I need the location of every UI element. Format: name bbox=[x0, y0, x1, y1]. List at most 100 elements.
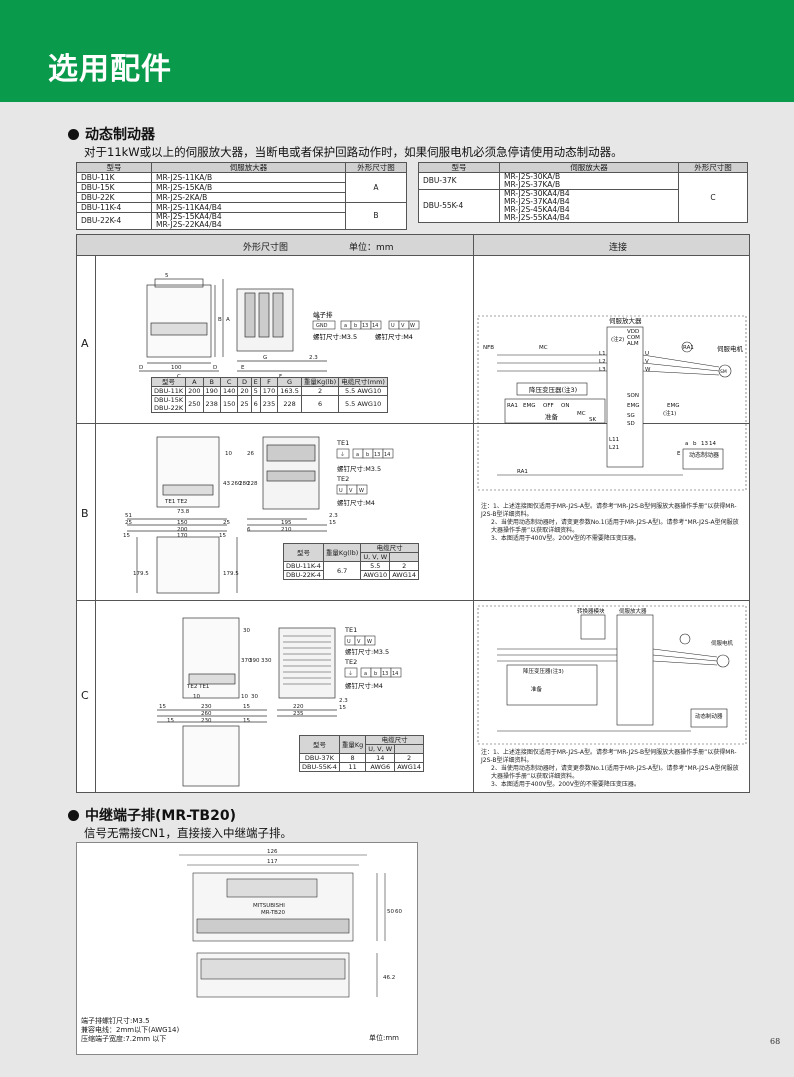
cell: AWG14 bbox=[394, 762, 425, 772]
model-label: MR-TB20 bbox=[261, 910, 285, 916]
dim-label: 26 bbox=[247, 451, 254, 457]
cable-table-b: 型号 重量Kg(lb) 电缆尺寸 U, V, W DBU-11K-4 6.7 5… bbox=[283, 543, 420, 580]
dim-label: 228 bbox=[247, 481, 258, 487]
note-line: 2、当使用动态制动器时，请变更参数No.1(适用于MR-J2S-A型)。请参考“… bbox=[491, 519, 739, 534]
conn-label: L2 bbox=[599, 359, 606, 365]
dim-label: 15 bbox=[123, 533, 130, 539]
cell: 6.7 bbox=[322, 561, 362, 580]
unit-label: 单位:mm bbox=[369, 1034, 399, 1042]
dim-label: 15 bbox=[243, 704, 250, 710]
dim-label: 2.3 bbox=[339, 698, 348, 704]
cell: DBU-11K-4 bbox=[283, 561, 324, 571]
cell-amp-line: MR-J2S-30KA/B bbox=[504, 172, 561, 181]
connection-diagram-ab: 伺服放大器 伺服电机 降压变压器(注3) 准备 动态制动器 NFB MC L1 … bbox=[477, 315, 747, 491]
servo-motor-label: 伺服电机 bbox=[717, 344, 744, 353]
page-header: 选用配件 bbox=[0, 0, 794, 102]
conn-label: L11 bbox=[609, 437, 619, 443]
dim-label: 43 bbox=[223, 481, 230, 487]
terminal-cell: 13 bbox=[374, 452, 380, 458]
note-line: 3、本图适用于400V型。200V型的不需要降压变压器。 bbox=[491, 781, 640, 788]
cell-line: DBU-15K bbox=[154, 396, 184, 404]
outline-drawing-c: TE2 TE1 30 370 390 330 10 30 10 15 230 2… bbox=[157, 617, 402, 787]
unit-top bbox=[154, 278, 204, 288]
cell-amp: MR-J2S-11KA/B bbox=[151, 172, 346, 183]
section-title-text: 动态制动器 bbox=[85, 127, 155, 143]
note-line: 2、当使用动态制动器时，请变更参数No.1(适用于MR-J2S-A型)。请参考“… bbox=[491, 765, 739, 780]
col-header: 伺服放大器 bbox=[151, 162, 346, 173]
conn-label: (注1) bbox=[663, 409, 676, 417]
table-row: DBU-11K-4 MR-J2S-11KA4/B4 B bbox=[76, 202, 407, 230]
terminal-cell: b bbox=[366, 452, 369, 458]
te-labels: TE1 TE2 bbox=[164, 499, 187, 505]
row-label-a: A bbox=[81, 337, 89, 350]
col-header bbox=[394, 744, 425, 754]
conn-label: SON bbox=[627, 393, 639, 399]
dim-label: 10 bbox=[193, 694, 200, 700]
cell-model: DBU-15K bbox=[76, 182, 152, 193]
cell: DBU-55K-4 bbox=[299, 762, 340, 772]
dim-table-a: 型号 A B C D E F G 重量Kg(lb) 电缆尺寸(mm) DBU-1… bbox=[150, 377, 388, 413]
dim-label: 10 bbox=[225, 451, 232, 457]
cell: 200 bbox=[185, 386, 204, 396]
conn-label: MC bbox=[577, 411, 586, 417]
outline-drawing-b: TE1 TE2 10 43 260 280 228 2.3 15 26 51 2… bbox=[123, 436, 394, 594]
spec-table-left: 型号 伺服放大器 外形尺寸图 DBU-11K MR-J2S-11KA/B A D… bbox=[76, 162, 407, 230]
brand-label: MITSUBISHI bbox=[253, 903, 285, 909]
dim-label: 179.5 bbox=[223, 571, 239, 577]
col-header: 型号 bbox=[283, 543, 324, 562]
conn-label: VDD bbox=[627, 329, 639, 335]
terminal-cell: a bbox=[344, 323, 347, 329]
col-header: E bbox=[250, 377, 261, 387]
cell-amp-line: MR-J2S-45KA4/B4 bbox=[504, 205, 570, 214]
terminal-cell: W bbox=[359, 488, 364, 494]
divider bbox=[95, 256, 96, 792]
conn-label: RA1 bbox=[507, 403, 518, 409]
conn-label: L21 bbox=[609, 445, 619, 451]
cell-amp-line: MR-J2S-30KA4/B4 bbox=[504, 189, 570, 198]
screw-size: 螺钉尺寸:M3.5 bbox=[313, 332, 357, 341]
cell: 250 bbox=[185, 395, 204, 413]
conn-label: L3 bbox=[599, 367, 606, 373]
dim-label: 2.3 bbox=[329, 513, 338, 519]
terminal-cell: U bbox=[339, 488, 343, 494]
relay-terminal-drawing: 126 117 50 60 46.2 MITSUBISHI MR-TB20 bbox=[179, 849, 402, 998]
section-title-text: 中继端子排(MR-TB20) bbox=[85, 808, 236, 824]
dim-label: G bbox=[263, 355, 267, 361]
unit-label: 单位：mm bbox=[349, 243, 394, 253]
cell: 2 bbox=[394, 753, 425, 763]
unit-body-front bbox=[146, 284, 212, 358]
col-header: 电缆尺寸 bbox=[360, 543, 420, 553]
col-header: U, V, W bbox=[365, 744, 396, 754]
table-row: DBU-55K-4 11 AWG6 AWG14 bbox=[299, 762, 425, 772]
dim-label: 2.3 bbox=[309, 355, 318, 361]
note-line: 注：1、上述连接图仅适用于MR-J2S-A型。请参考“MR-J2S-B型伺服放大… bbox=[481, 749, 737, 764]
cell-amp-line: MR-J2S-55KA4/B4 bbox=[504, 213, 570, 222]
terminal-cell: a bbox=[356, 452, 359, 458]
dim-label: B bbox=[218, 317, 222, 323]
col-header: 重量Kg(lb) bbox=[300, 377, 340, 387]
ready-label: 准备 bbox=[531, 685, 543, 693]
cell: AWG10 bbox=[360, 570, 391, 580]
conn-label: EMG bbox=[667, 403, 679, 409]
conn-label: ON bbox=[561, 403, 569, 409]
dim-label: 390 bbox=[249, 658, 260, 664]
servo-motor-label: 伺服电机 bbox=[711, 639, 734, 647]
conn-label: b bbox=[693, 441, 697, 447]
dim-label: 15 bbox=[167, 718, 174, 724]
dim-label: 100 bbox=[171, 365, 182, 371]
notes-ab: 注：1、上述连接图仅适用于MR-J2S-A型。请参考“MR-J2S-B型伺服放大… bbox=[481, 503, 743, 543]
dim-label: 10 bbox=[241, 694, 248, 700]
divider bbox=[77, 423, 749, 424]
dim-label: 25 bbox=[223, 520, 230, 526]
dim-label: 15 bbox=[243, 718, 250, 724]
servo-amp-label: 伺服放大器 bbox=[609, 316, 642, 325]
cell: 2 bbox=[300, 386, 340, 396]
dim-label: 30 bbox=[243, 628, 250, 634]
col-header: D bbox=[237, 377, 252, 387]
frame-header: 外形尺寸图 单位：mm 连接 bbox=[77, 235, 749, 256]
col-header: B bbox=[202, 377, 221, 387]
dim-label: 235 bbox=[293, 711, 304, 717]
cell: 8 bbox=[338, 753, 367, 763]
col-header: A bbox=[185, 377, 204, 387]
